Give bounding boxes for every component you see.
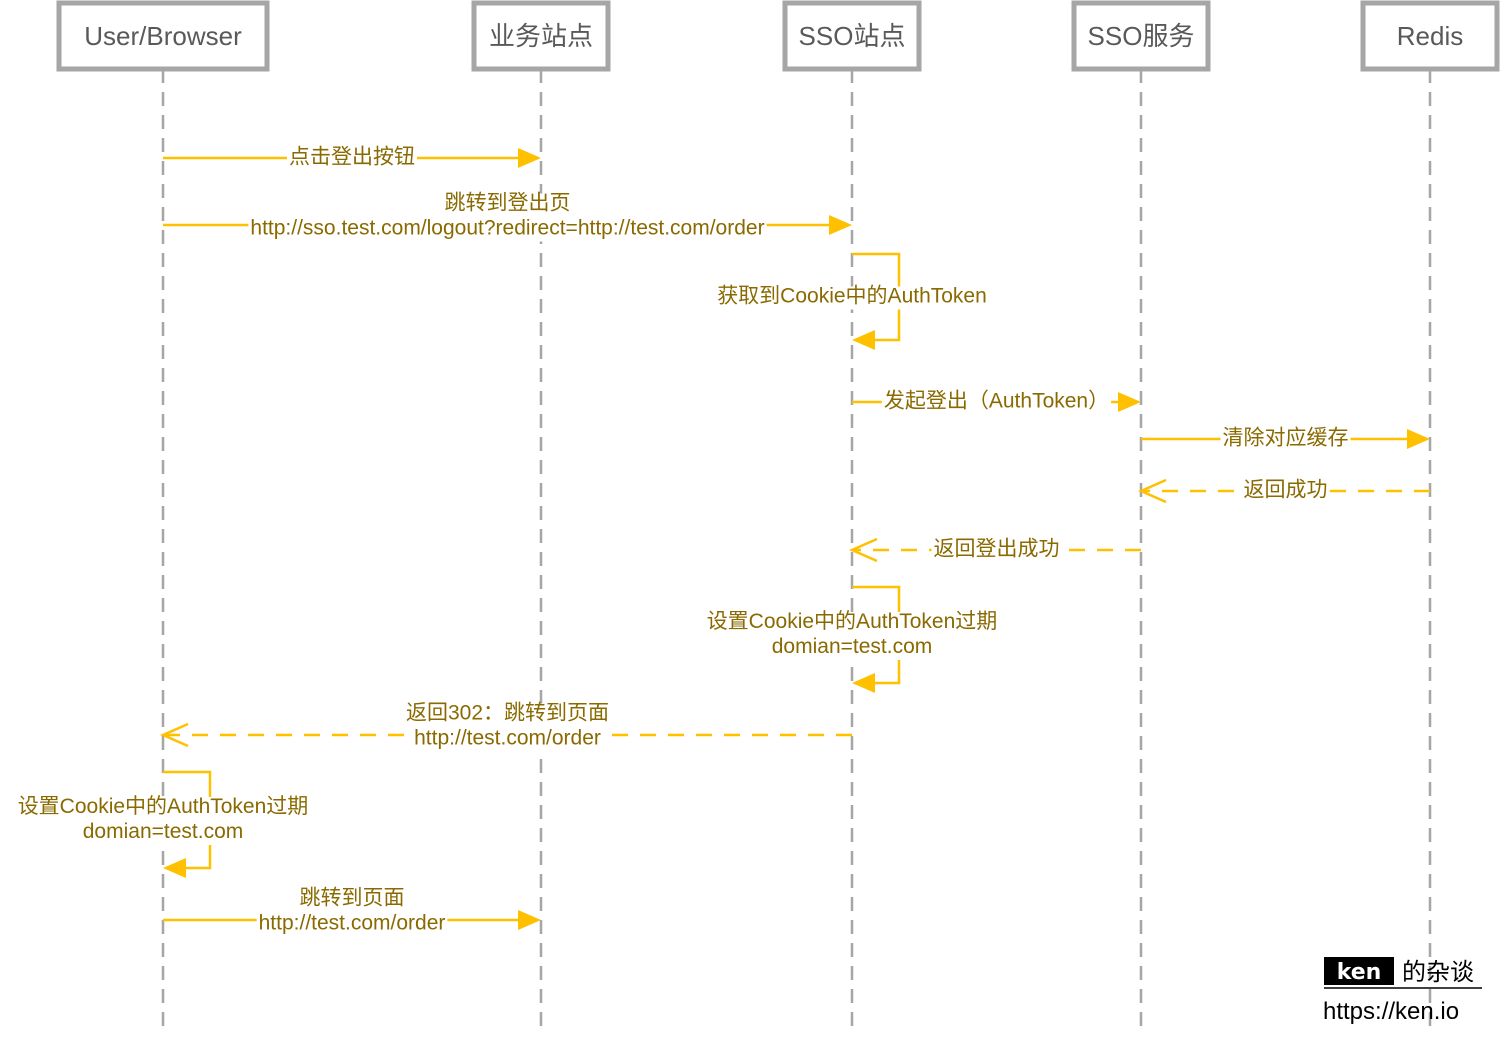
message-6: 返回登出成功	[848, 537, 1141, 563]
actor-label: SSO服务	[1088, 21, 1195, 51]
brand-logo: ken 的杂谈 https://ken.io	[1323, 957, 1482, 1025]
actor-label: Redis	[1397, 21, 1463, 51]
label-background	[403, 703, 612, 752]
label-background	[881, 391, 1112, 415]
label-background	[1220, 428, 1351, 452]
actor-2: SSO站点	[782, 0, 922, 72]
arrowhead	[1407, 429, 1430, 449]
label-background	[715, 286, 989, 310]
label-background	[287, 147, 417, 171]
messages: 点击登出按钮跳转到登出页http://sso.test.com/logout?r…	[15, 146, 1430, 937]
message-0: 点击登出按钮	[163, 146, 541, 171]
label-background	[248, 193, 767, 242]
actor-box	[56, 0, 270, 72]
message-label: 返回成功	[1244, 479, 1328, 502]
brand-ken-text: ken	[1337, 960, 1382, 985]
arrowhead	[829, 215, 852, 235]
message-3: 发起登出（AuthToken）	[852, 390, 1141, 415]
arrowhead-open	[159, 722, 189, 748]
arrowhead	[852, 673, 875, 693]
message-label: 跳转到登出页	[445, 192, 571, 215]
message-label: 清除对应缓存	[1223, 427, 1349, 450]
actor-label: 业务站点	[489, 21, 593, 51]
actors: User/Browser 业务站点 SSO站点 SSO服务 Redis	[56, 0, 1500, 72]
actor-box	[1360, 0, 1500, 72]
message-label: 发起登出（AuthToken）	[884, 390, 1109, 413]
message-label: http://test.com/order	[259, 912, 446, 935]
message-1: 跳转到登出页http://sso.test.com/logout?redirec…	[163, 192, 852, 242]
message-4: 清除对应缓存	[1141, 427, 1430, 452]
label-background	[256, 888, 448, 937]
actor-box	[782, 0, 922, 72]
message-label: 返回302：跳转到页面	[406, 702, 609, 725]
message-label: http://test.com/order	[414, 727, 601, 750]
message-2: 获取到Cookie中的AuthToken	[715, 252, 989, 350]
arrowhead-open	[848, 537, 878, 563]
brand-url: https://ken.io	[1323, 998, 1459, 1025]
brand-ken-box	[1324, 957, 1394, 985]
arrowhead	[518, 148, 541, 168]
message-label: domian=test.com	[83, 820, 244, 843]
actor-1: 业务站点	[471, 0, 611, 72]
message-label: 点击登出按钮	[289, 146, 415, 169]
actor-box	[1071, 0, 1211, 72]
message-5: 返回成功	[1137, 478, 1430, 504]
arrowhead	[518, 910, 541, 930]
actor-4: Redis	[1360, 0, 1500, 72]
label-background	[931, 539, 1062, 563]
label-background	[1241, 480, 1330, 504]
message-label: 获取到Cookie中的AuthToken	[717, 285, 987, 308]
message-label: 返回登出成功	[934, 538, 1060, 561]
actor-box	[471, 0, 611, 72]
message-label: domian=test.com	[772, 635, 933, 658]
message-label: 设置Cookie中的AuthToken过期	[707, 610, 998, 633]
arrowhead	[852, 330, 875, 350]
arrowhead	[163, 858, 186, 878]
actor-0: User/Browser	[56, 0, 270, 72]
actor-label: SSO站点	[799, 21, 906, 51]
label-background	[704, 612, 1000, 660]
arrowhead	[1118, 392, 1141, 412]
message-label: 跳转到页面	[300, 887, 405, 910]
message-label: 设置Cookie中的AuthToken过期	[18, 795, 309, 818]
label-background	[15, 797, 311, 845]
message-label: http://sso.test.com/logout?redirect=http…	[250, 217, 764, 240]
brand-blog-name: 的杂谈	[1402, 958, 1474, 986]
actor-label: User/Browser	[84, 21, 242, 51]
actor-3: SSO服务	[1071, 0, 1211, 72]
arrowhead-open	[1137, 478, 1167, 504]
